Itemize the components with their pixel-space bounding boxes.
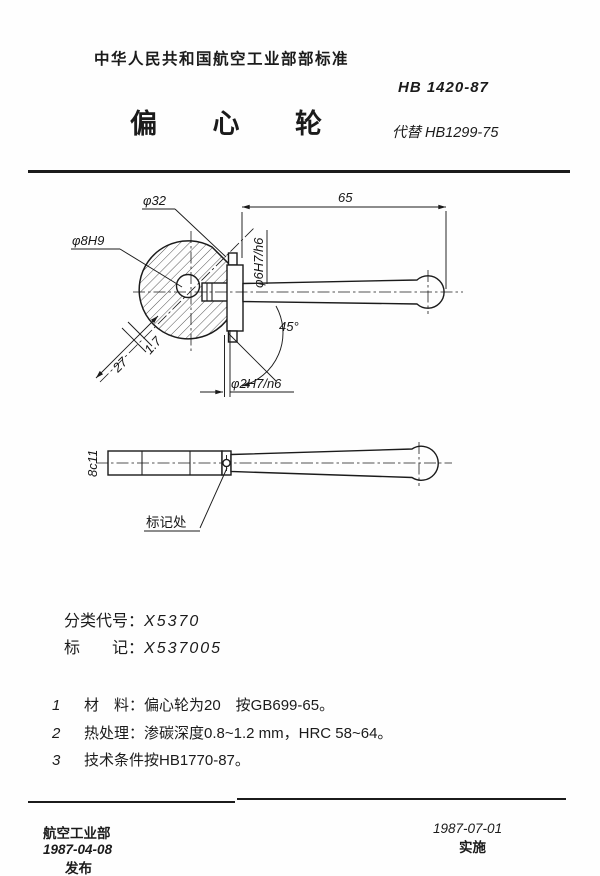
front-view: φ32 φ8H9 65 — [71, 190, 463, 397]
footer-issuer: 航空工业部 — [43, 826, 111, 841]
standard-number: HB 1420-87 — [398, 79, 489, 96]
note-number: 1 — [52, 697, 61, 714]
footer-issue: 航空工业部 1987-04-08 发布 — [28, 807, 112, 876]
header-divider — [28, 170, 570, 173]
side-view: 8c11 标记处 — [85, 442, 452, 532]
mark-spot-label: 标记处 — [146, 515, 187, 530]
technical-drawing: φ32 φ8H9 65 — [71, 190, 463, 532]
marking-value: X537005 — [144, 640, 223, 657]
collar-bottom-step — [227, 330, 238, 343]
note-number: 3 — [52, 752, 61, 769]
dim-label-angle45: 45° — [279, 319, 299, 334]
footer-impl-date: 1987-07-01 — [433, 821, 503, 836]
dim-label-len65: 65 — [338, 190, 353, 205]
dim-label-dia8h9: φ8H9 — [72, 233, 104, 248]
note-number: 2 — [52, 724, 61, 742]
dim-label-dia32: φ32 — [143, 193, 167, 208]
footer-divider-left — [28, 801, 235, 803]
classification-code-label: 分类代号： — [64, 613, 145, 630]
standard-org-line: 中华人民共和国航空工业部部标准 — [94, 51, 350, 68]
classification-block: 分类代号： X5370 标 记： X537005 — [64, 608, 222, 662]
dim-label-ecc17: 1.7 — [141, 333, 165, 357]
page-title: 偏 心 轮 — [130, 109, 347, 139]
footer-issue-label: 发布 — [65, 861, 93, 876]
dim-label-dia6fit: φ6H7/h6 — [251, 237, 266, 288]
marking-label: 标 记： — [64, 640, 145, 657]
dim-dia32: φ32 — [142, 193, 227, 258]
dim-dia8h9: φ8H9 — [71, 233, 183, 288]
dim-dia6fit: φ6H7/h6 — [251, 230, 268, 288]
footer-implementation: 1987-07-01 实施 — [418, 806, 502, 871]
classification-code-value: X5370 — [144, 613, 201, 630]
classification-code-row: 分类代号： X5370 — [64, 608, 222, 635]
dim-angle45: 45° — [227, 305, 299, 387]
dim-label-thk8c11: 8c11 — [85, 450, 100, 477]
dim-label-dia2fit: φ2H7/n6 — [231, 376, 282, 391]
notes-list: 1 材 料：偏心轮为20 按GB699-65。 2 热处理：渗碳深度0.8~1.… — [52, 692, 392, 775]
footer-impl-label: 实施 — [459, 840, 487, 855]
collar-plate — [226, 264, 244, 332]
pin-hole-side — [222, 458, 231, 468]
handle-side-outline — [230, 445, 439, 481]
note-row-3: 3 技术条件按HB1770-87。 — [52, 747, 392, 775]
footer-divider-right — [237, 798, 566, 800]
dim-label-len27: 27 — [109, 354, 131, 376]
dim-dia2fit: φ2H7/n6 — [200, 330, 294, 397]
marking-row: 标 记： X537005 — [64, 635, 222, 662]
replaces-note: 代替 HB1299-75 — [392, 125, 499, 141]
note-row-2: 2 热处理：渗碳深度0.8~1.2 mm，HRC 58~64。 — [52, 720, 392, 748]
collar-top-step — [227, 252, 238, 266]
dim-len65: 65 — [241, 190, 447, 289]
note-text: 技术条件按HB1770-87。 — [84, 752, 250, 769]
note-text: 热处理：渗碳深度0.8~1.2 mm，HRC 58~64。 — [84, 724, 393, 742]
footer-issue-date: 1987-04-08 — [43, 842, 113, 857]
note-row-1: 1 材 料：偏心轮为20 按GB699-65。 — [52, 692, 392, 720]
note-text: 材 料：偏心轮为20 按GB699-65。 — [84, 697, 335, 714]
mark-spot-callout: 标记处 — [144, 467, 228, 532]
